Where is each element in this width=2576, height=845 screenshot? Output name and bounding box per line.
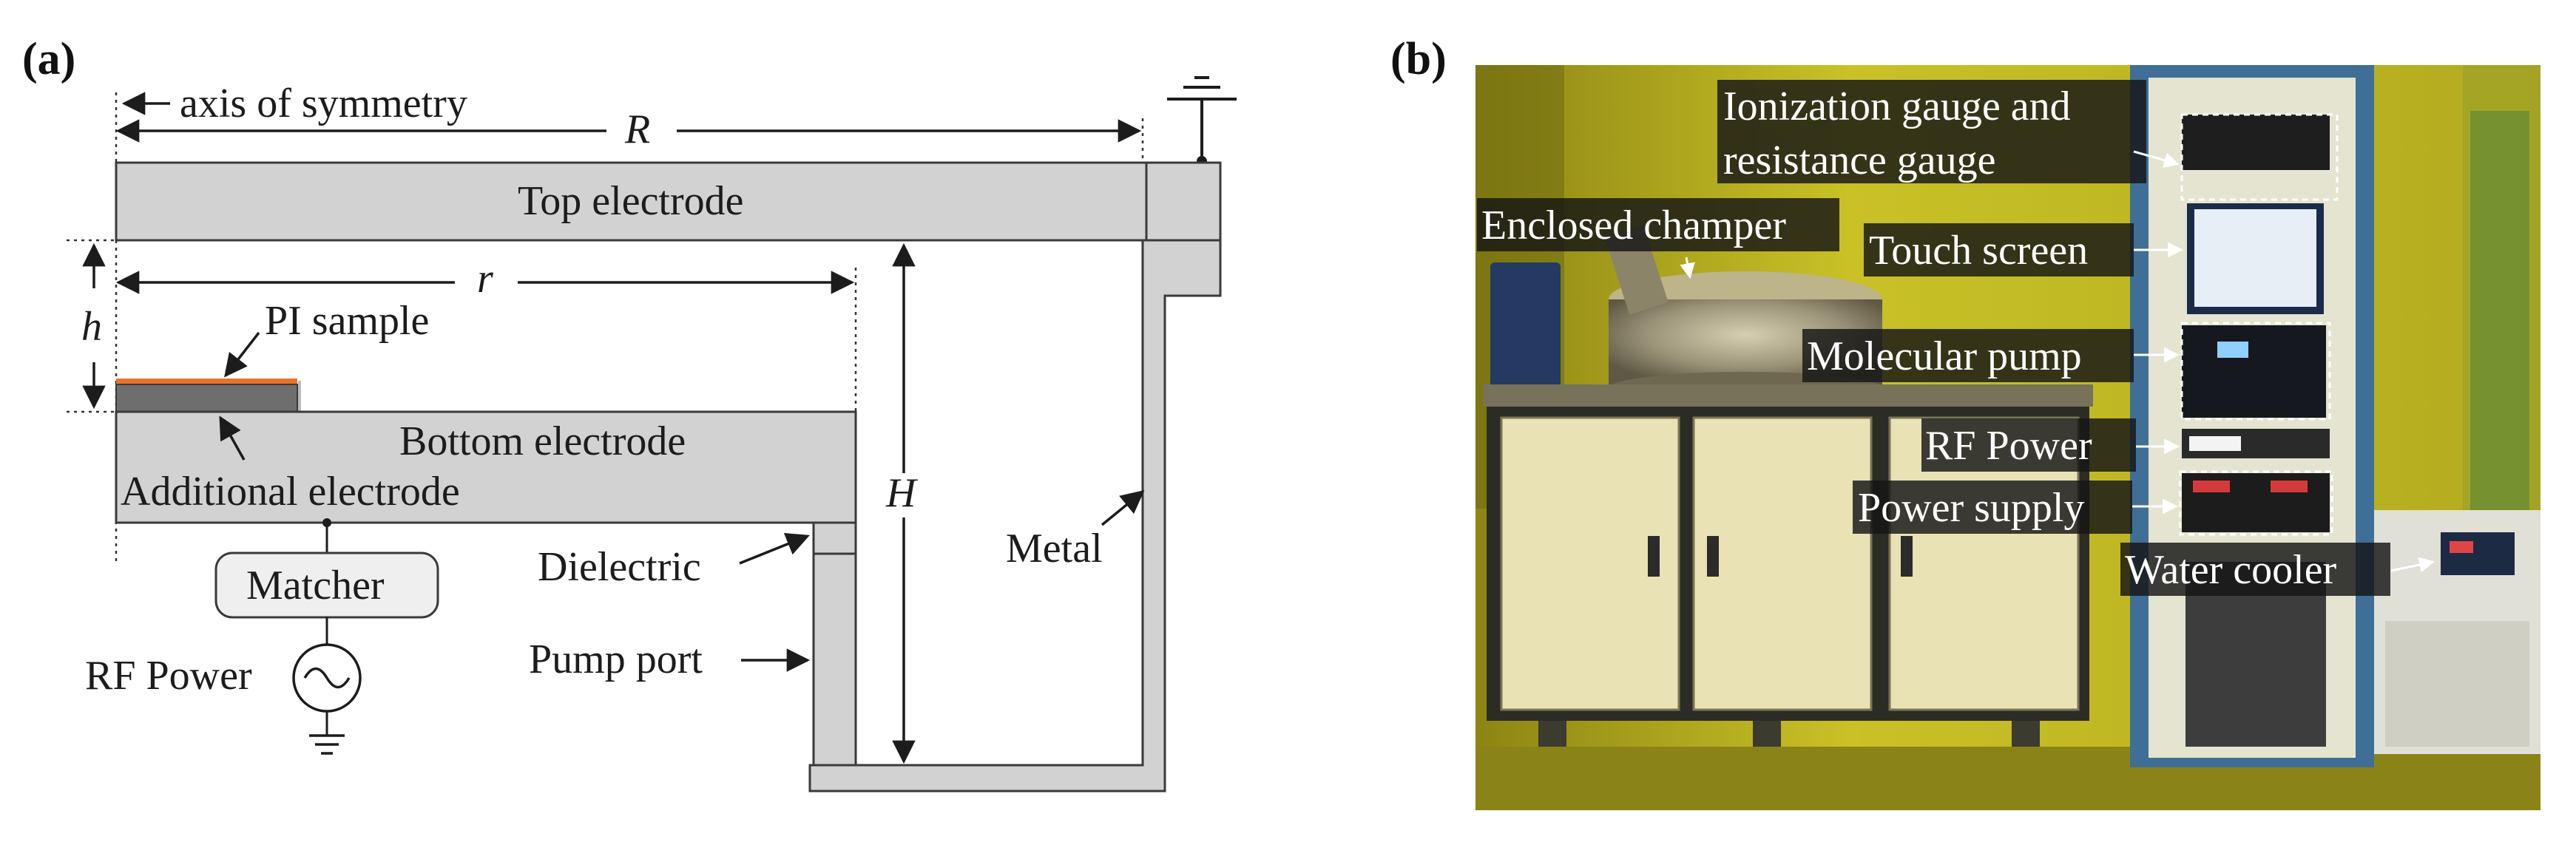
pump-highlight <box>2180 322 2331 421</box>
axis-of-symmetry-label: axis of symmetry <box>180 81 467 126</box>
rf-ground-icon <box>309 734 345 755</box>
metal-corner-block <box>1145 161 1222 242</box>
water-cooler-pointer <box>2390 557 2435 573</box>
additional-electrode-label: Additional electrode <box>121 469 460 515</box>
ion-gauge-pointer <box>2133 150 2180 168</box>
gauge-panel <box>2182 115 2330 170</box>
metal-wall <box>808 239 1222 793</box>
r-label: r <box>477 256 493 302</box>
H-label: H <box>885 470 918 516</box>
touch-screen-label: Touch screen <box>1869 228 2088 274</box>
dielectric-label: Dielectric <box>538 544 701 590</box>
cabinet-top <box>1483 384 2093 407</box>
additional-electrode <box>115 384 298 413</box>
bottom-electrode-label: Bottom electrode <box>399 418 686 464</box>
panel-a-label: (a) <box>22 34 75 84</box>
molecular-pump-label: Molecular pump <box>1807 333 2082 379</box>
pi-sample <box>116 379 297 384</box>
water-cooler-label: Water cooler <box>2125 547 2337 593</box>
ion-gauge-label-line2: resistance gauge <box>1723 138 1995 183</box>
dielectric <box>812 521 857 555</box>
rf-power-photo-label: RF Power <box>1925 423 2092 469</box>
pump-port <box>812 552 857 767</box>
h-label: h <box>81 304 102 350</box>
ac-wave-icon <box>303 667 351 689</box>
pi-sample-pointer <box>224 331 260 378</box>
power-supply-label: Power supply <box>1858 485 2084 531</box>
ion-gauge-label-line1: Ionization gauge and <box>1723 84 2071 129</box>
panel-a: (a) axis of symmetry R Top electrode <box>22 34 1237 793</box>
equipment-photo: Ionization gauge and resistance gauge En… <box>1475 65 2540 810</box>
top-electrode-label: Top electrode <box>518 178 743 224</box>
molecular-pump-panel <box>2182 325 2326 418</box>
additional-electrode-pointer <box>219 415 246 461</box>
feed-point <box>322 518 331 527</box>
power-supply-highlight <box>2179 470 2333 536</box>
dielectric-pointer <box>739 532 810 565</box>
ground-icon <box>1167 76 1237 166</box>
panel-b-label: (b) <box>1390 34 1447 84</box>
metal-pointer <box>1101 490 1145 526</box>
chamber-pointer <box>1680 257 1695 279</box>
pi-sample-label: PI sample <box>265 298 429 344</box>
side-unit <box>1490 262 1561 388</box>
enclosed-chamber-label: Enclosed champer <box>1481 203 1786 248</box>
R-label: R <box>624 106 650 152</box>
panel-b: (b) <box>1390 34 2540 810</box>
gauge-highlight <box>2180 113 2339 201</box>
pump-port-label: Pump port <box>529 637 703 682</box>
metal-label: Metal <box>1006 526 1103 571</box>
matcher-label: Matcher <box>246 563 385 608</box>
rf-power-label: RF Power <box>85 653 252 699</box>
